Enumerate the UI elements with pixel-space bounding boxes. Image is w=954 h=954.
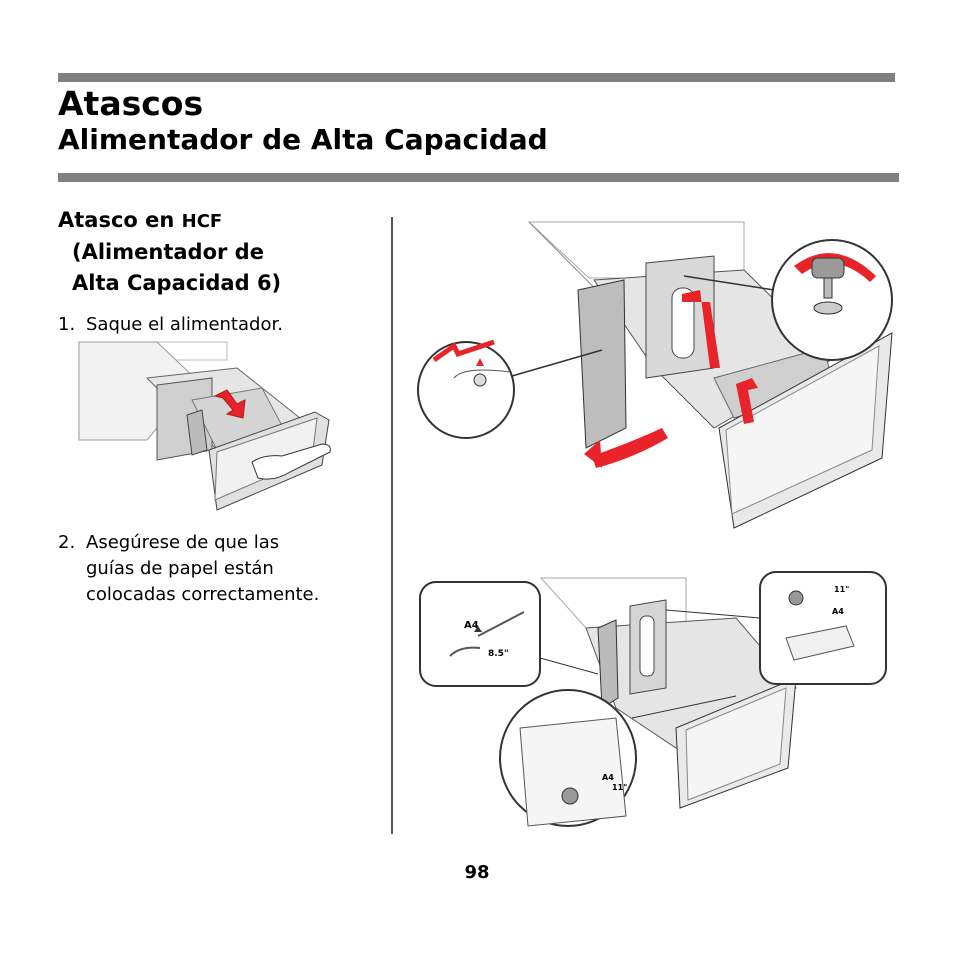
page-title: Atascos (58, 84, 204, 123)
heading-abbr: HCF (181, 211, 223, 232)
a4-label: A4 (602, 773, 614, 782)
top-rule (58, 73, 895, 82)
pull-tray-illustration (78, 341, 331, 511)
red-arrow-icon (213, 389, 246, 419)
thumbscrew-icon (811, 257, 845, 315)
heading-prefix: Atasco en (58, 208, 182, 232)
rotate-arrow-icon (592, 428, 668, 468)
header-bottom-rule (58, 173, 899, 182)
step-text: Saque el alimentador. (86, 314, 283, 335)
page-number: 98 (464, 862, 490, 883)
step-text: Asegúrese de que las (86, 532, 280, 553)
step-text-cont: colocadas correctamente. (86, 584, 320, 605)
a4-label: A4 (464, 620, 479, 631)
size-11-label: 11" (612, 783, 627, 792)
red-arrow-icon (736, 378, 758, 424)
heading-line-2: (Alimentador de (72, 240, 264, 264)
step-1: 1. Saque el alimentador. (58, 312, 283, 338)
page-subtitle: Alimentador de Alta Capacidad (58, 123, 548, 156)
column-divider (391, 217, 393, 834)
size-11-label: 11" (834, 585, 849, 594)
heading-line-3: Alta Capacidad 6) (72, 271, 282, 295)
paper-guides-illustration: A4 8.5" 11" A4 A4 11" (419, 571, 887, 827)
step-2: 2. Asegúrese de que las guías de papel es… (58, 530, 319, 608)
step-number: 1. (58, 314, 76, 335)
size-85-label: 8.5" (488, 649, 509, 659)
step-number: 2. (58, 532, 76, 553)
guide-knob-illustration (417, 221, 893, 529)
a4-label: A4 (832, 607, 844, 616)
section-heading: Atasco en HCF (Alimentador de Alta Capac… (58, 205, 281, 299)
heading-line-1: Atasco en HCF (58, 205, 281, 237)
red-arrow-icon (682, 290, 720, 368)
step-text-cont: guías de papel están (86, 558, 274, 579)
